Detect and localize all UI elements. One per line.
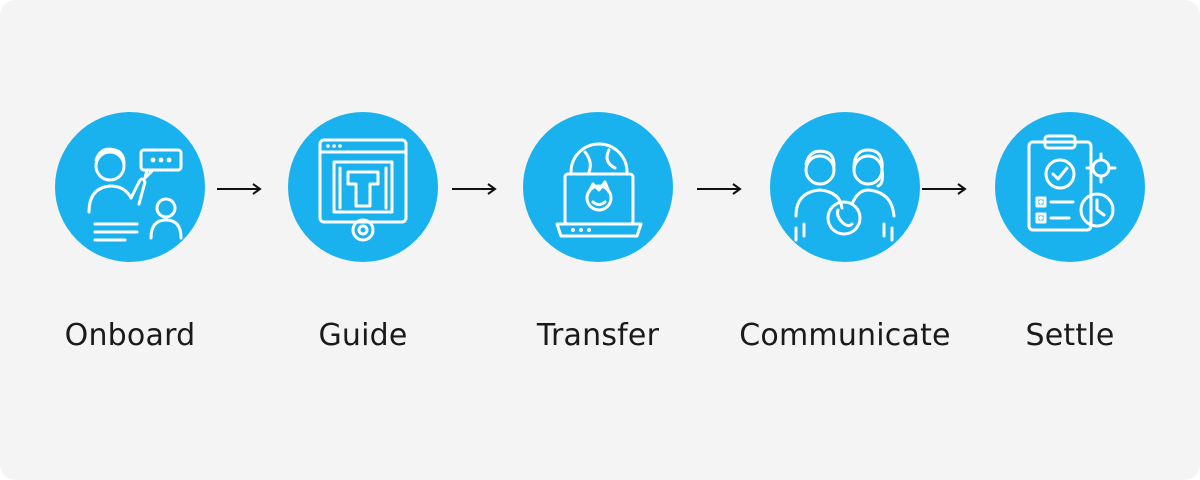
step-settle-circle bbox=[995, 112, 1145, 262]
step-onboard bbox=[55, 112, 205, 262]
step-label-settle: Settle bbox=[1025, 318, 1115, 353]
step-label-guide: Guide bbox=[318, 318, 408, 353]
laptop-globe-icon bbox=[555, 142, 643, 238]
step-label-onboard: Onboard bbox=[64, 318, 196, 353]
step-transfer bbox=[523, 112, 673, 262]
blueprint-gear-icon bbox=[318, 138, 408, 242]
arrow-right-icon bbox=[217, 183, 262, 195]
step-onboard-circle bbox=[55, 112, 205, 262]
arrow-right-icon bbox=[922, 183, 967, 195]
step-settle bbox=[995, 112, 1145, 262]
arrow-right-icon bbox=[452, 183, 497, 195]
step-label-transfer: Transfer bbox=[536, 318, 660, 353]
onboard-people-chat-icon bbox=[87, 147, 183, 242]
step-guide bbox=[288, 112, 438, 262]
clipboard-check-gear-icon bbox=[1027, 134, 1117, 232]
step-label-communicate: Communicate bbox=[739, 318, 951, 353]
step-communicate-circle bbox=[770, 112, 920, 262]
step-transfer-circle bbox=[523, 112, 673, 262]
arrow-right-icon bbox=[697, 183, 742, 195]
step-communicate bbox=[770, 112, 920, 262]
step-guide-circle bbox=[288, 112, 438, 262]
people-phone-icon bbox=[794, 148, 896, 242]
